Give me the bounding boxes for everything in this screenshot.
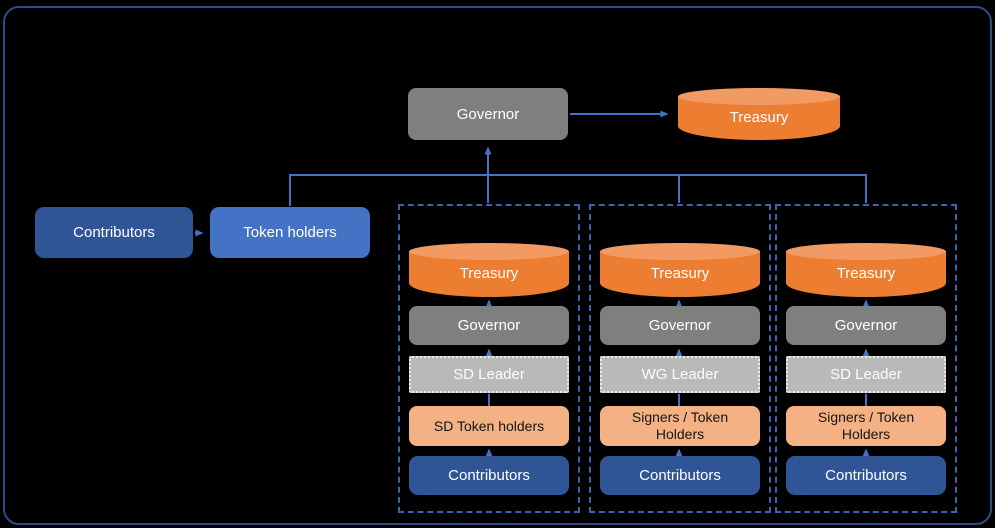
subdao-column-1: Treasury Governor SD Leader SD Token hol… [398,204,580,513]
main-treasury-label: Treasury [729,109,789,126]
cylinder-top [678,88,840,105]
col2-leader-box: WG Leader [600,356,760,393]
col3-contributors-box: Contributors [786,456,946,495]
col3-holders-box: Signers / Token Holders [786,406,946,446]
col1-treasury-cylinder: Treasury [409,243,569,297]
main-treasury-cylinder: Treasury [678,88,840,140]
col3-treasury-cylinder: Treasury [786,243,946,297]
col2-holders-box: Signers / Token Holders [600,406,760,446]
col2-governor-box: Governor [600,306,760,345]
subdao-column-2: Treasury Governor WG Leader Signers / To… [589,204,771,513]
cylinder-top [786,243,946,260]
col3-treasury-label: Treasury [836,265,896,282]
col1-leader-box: SD Leader [409,356,569,393]
subdao-column-3: Treasury Governor SD Leader Signers / To… [775,204,957,513]
col2-treasury-label: Treasury [650,265,710,282]
col1-governor-box: Governor [409,306,569,345]
contributors-box: Contributors [35,207,193,258]
col3-governor-box: Governor [786,306,946,345]
cylinder-top [409,243,569,260]
col1-contributors-box: Contributors [409,456,569,495]
col3-leader-box: SD Leader [786,356,946,393]
col2-treasury-cylinder: Treasury [600,243,760,297]
col2-contributors-box: Contributors [600,456,760,495]
col1-treasury-label: Treasury [459,265,519,282]
col1-holders-box: SD Token holders [409,406,569,446]
main-governor-box: Governor [408,88,568,140]
cylinder-top [600,243,760,260]
token-holders-box: Token holders [210,207,370,258]
